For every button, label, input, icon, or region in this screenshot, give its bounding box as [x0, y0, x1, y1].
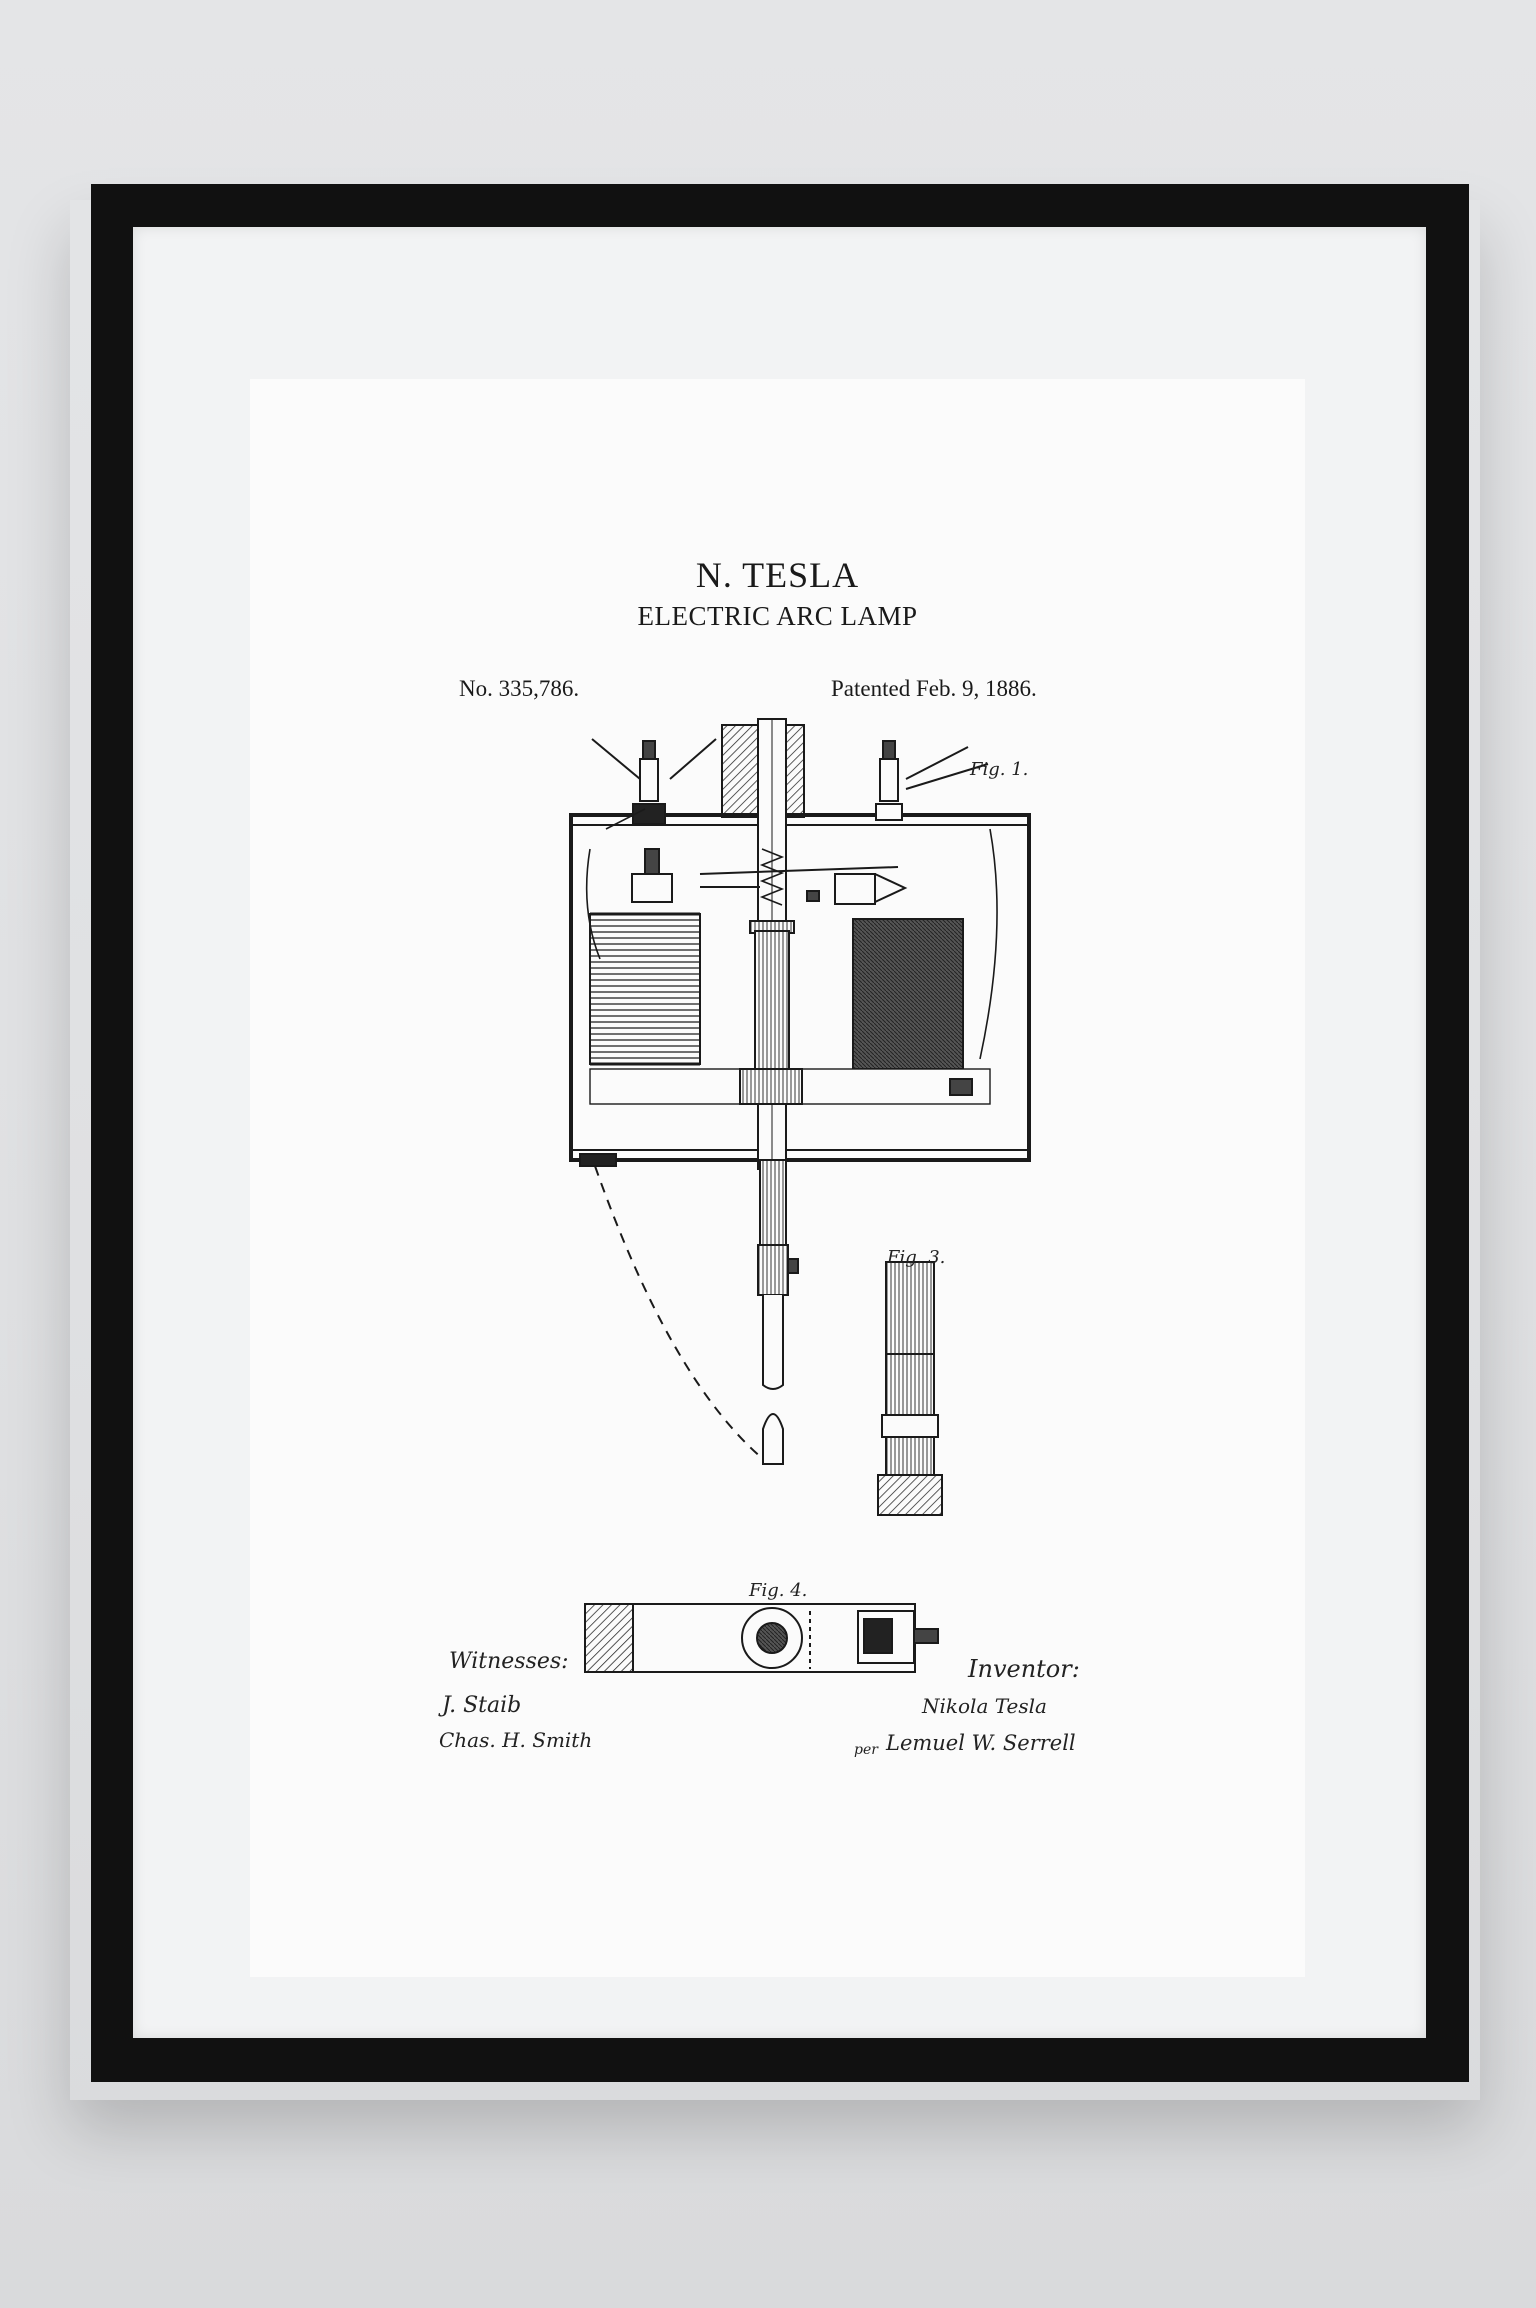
patent-number: No. 335,786. — [459, 676, 580, 701]
poster-title: N. TESLA — [695, 555, 860, 595]
inventor-signature: Nikola Tesla — [922, 1694, 1047, 1718]
arc-lamp-drawing — [569, 718, 1031, 1673]
fig3-label: Fig. 3. — [887, 1247, 946, 1268]
patent-date: Patented Feb. 9, 1886. — [831, 676, 1037, 701]
passe-partout-mat: N. TESLA ELECTRIC ARC LAMP No. 335,786. … — [133, 227, 1426, 2038]
coil-n — [852, 918, 964, 1070]
witness-signature-2: Chas. H. Smith — [439, 1728, 593, 1752]
fig3-carbon-holder — [877, 1261, 943, 1516]
per-label: per — [854, 1742, 878, 1758]
coil-m — [589, 913, 701, 1065]
inventor-label: Inventor: — [968, 1655, 1080, 1683]
fig1-lamp — [569, 718, 1031, 1465]
patent-print: N. TESLA ELECTRIC ARC LAMP No. 335,786. … — [250, 379, 1305, 1977]
attorney-signature: Lemuel W. Serrell — [886, 1731, 1076, 1755]
picture-frame: N. TESLA ELECTRIC ARC LAMP No. 335,786. … — [91, 184, 1469, 2082]
lamp-housing — [569, 813, 1031, 1162]
fig4-label: Fig. 4. — [749, 1580, 808, 1601]
witnesses-label: Witnesses: — [449, 1649, 569, 1674]
witness-signature-1: J. Staib — [442, 1693, 522, 1718]
fig1-label: Fig. 1. — [970, 759, 1029, 780]
poster-subtitle: ELECTRIC ARC LAMP — [637, 601, 918, 631]
left-terminal — [632, 803, 666, 825]
fig4-section — [584, 1603, 939, 1673]
